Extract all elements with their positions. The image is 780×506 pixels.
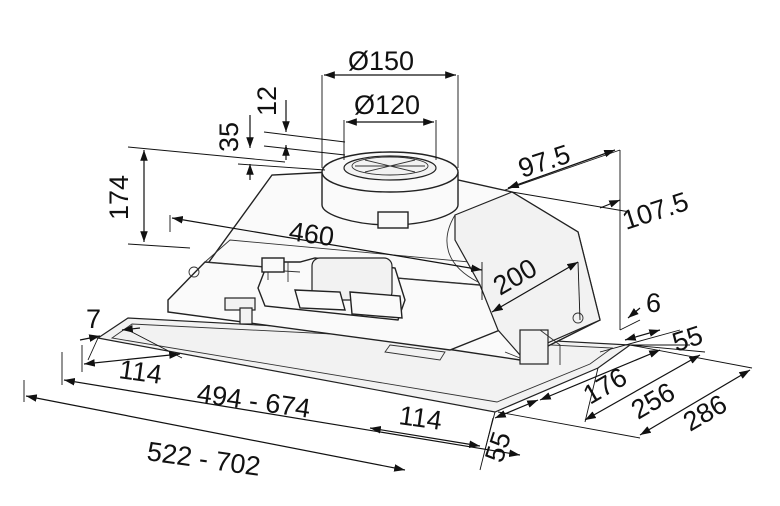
dim-6: 6 (646, 288, 661, 318)
dim-256: 256 (626, 377, 680, 426)
dimension-lines (23, 71, 753, 472)
dim-97-5: 97.5 (515, 139, 574, 184)
clip-right (519, 329, 549, 365)
dim-12: 12 (252, 86, 282, 116)
dim-174: 174 (104, 175, 134, 220)
dim-dia120: Ø120 (354, 90, 420, 120)
dim-35: 35 (214, 122, 244, 152)
hood-body (96, 151, 632, 413)
outlet-collar (321, 151, 459, 229)
dim-dia150: Ø150 (348, 46, 414, 76)
dim-114-right: 114 (397, 400, 444, 436)
dim-286: 286 (678, 389, 732, 438)
dim-7: 7 (86, 304, 101, 334)
dim-114-left: 114 (117, 354, 164, 390)
dim-460: 460 (287, 216, 336, 252)
dim-107-5: 107.5 (619, 186, 693, 235)
dim-494-674: 494 - 674 (195, 378, 312, 424)
dim-522-702: 522 - 702 (145, 436, 262, 482)
dim-55-bottom: 55 (479, 428, 517, 466)
